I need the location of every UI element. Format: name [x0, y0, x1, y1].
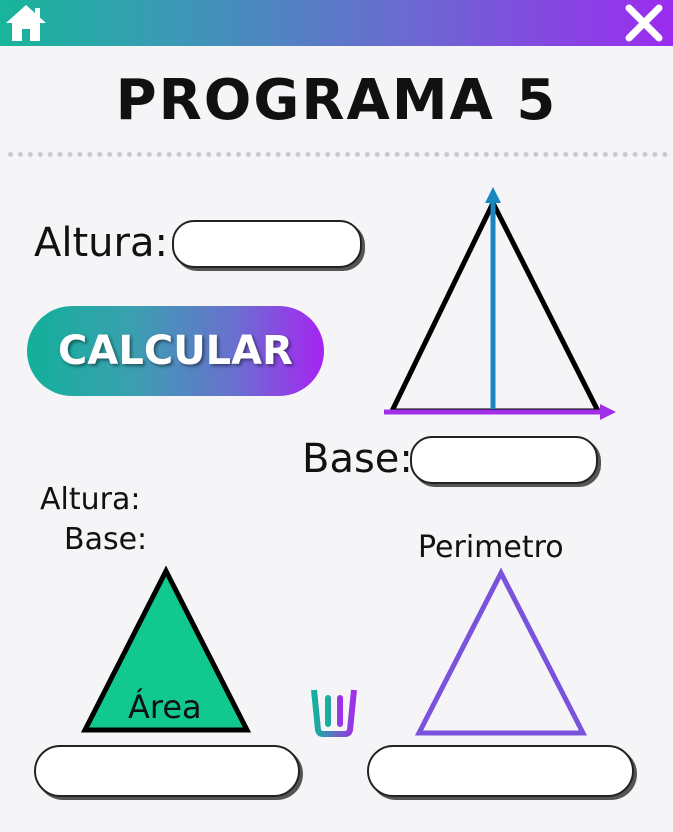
home-icon[interactable]	[4, 3, 48, 43]
area-triangle	[80, 565, 252, 733]
page-title: PROGRAMA 5	[115, 68, 558, 133]
top-bar	[0, 0, 673, 46]
area-result-field[interactable]	[34, 745, 300, 797]
perimetro-label: Perimetro	[418, 530, 564, 565]
dotted-divider	[8, 152, 668, 157]
result-base-label: Base:	[64, 522, 148, 557]
base-input[interactable]	[410, 436, 598, 484]
close-icon[interactable]	[624, 4, 664, 42]
area-label: Área	[128, 688, 202, 726]
base-arrow-head	[600, 404, 616, 420]
base-label: Base:	[302, 436, 413, 482]
perimeter-triangle	[414, 567, 588, 736]
altura-label: Altura:	[34, 220, 168, 266]
altura-input[interactable]	[172, 220, 362, 268]
trash-icon[interactable]	[301, 668, 367, 738]
perimetro-result-field[interactable]	[367, 745, 634, 797]
height-arrow-head	[485, 187, 501, 203]
calcular-button[interactable]: CALCULAR	[27, 306, 324, 396]
result-altura-label: Altura:	[40, 482, 141, 517]
triangle-diagram	[384, 187, 616, 420]
